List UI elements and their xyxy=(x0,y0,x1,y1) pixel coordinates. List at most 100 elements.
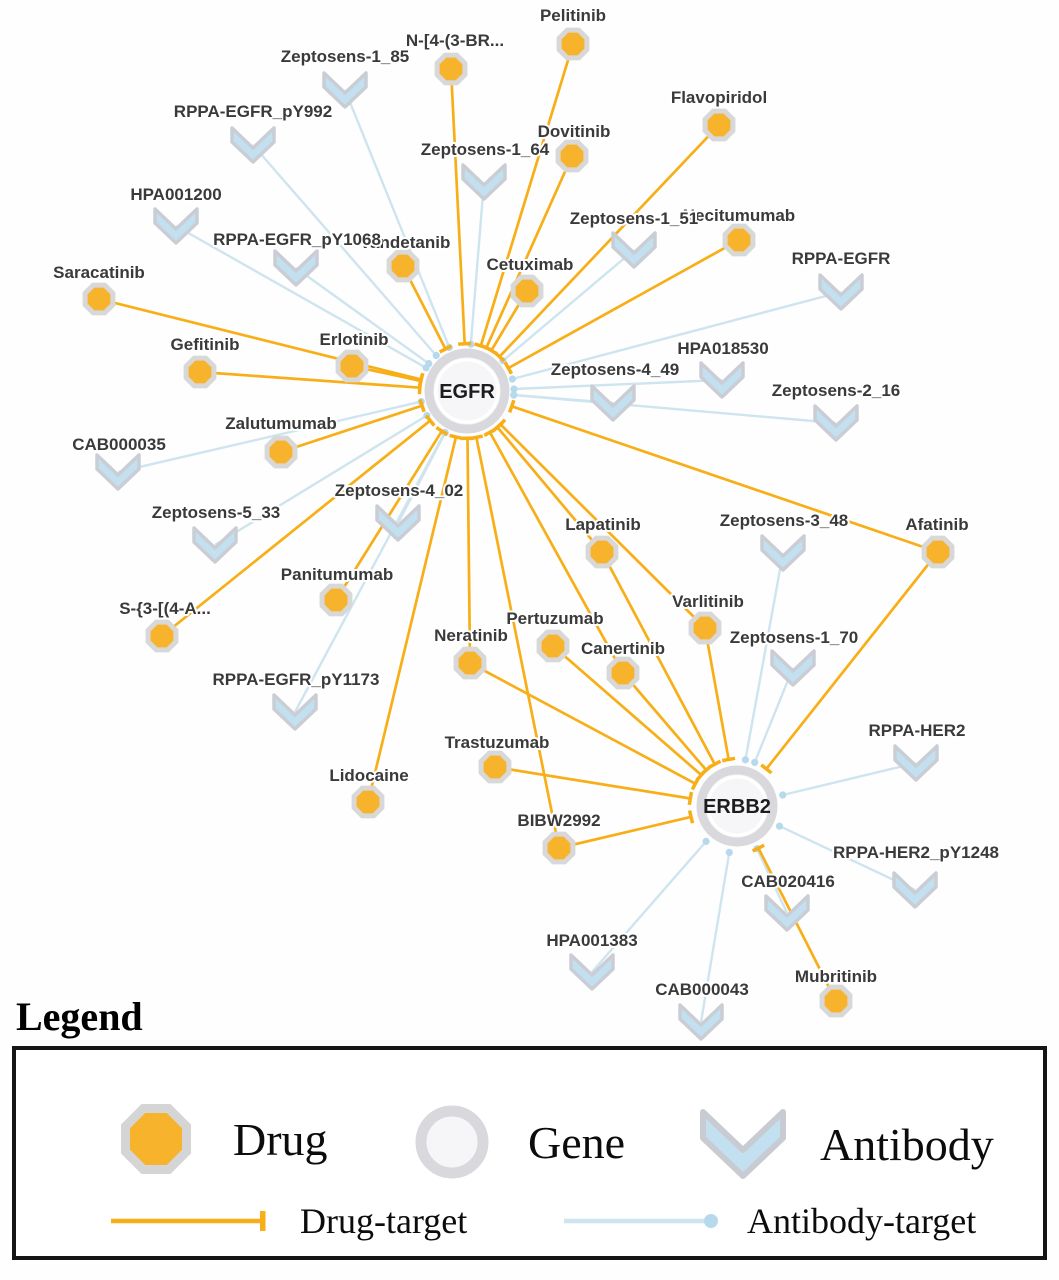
drug-node-canertinib[interactable] xyxy=(606,656,640,690)
node-label-hpa018530: HPA018530 xyxy=(677,339,768,358)
edge-flavopiridol-egfr xyxy=(493,124,720,363)
edge-afatinib-erbb2 xyxy=(760,551,940,775)
drug-node-s-3-4-a[interactable] xyxy=(145,619,179,653)
edge-rppa-egfr-egfr xyxy=(508,290,842,383)
antibody-node-zeptosens-2-16[interactable] xyxy=(813,404,859,442)
antibody-node-rppa-egfr[interactable] xyxy=(818,273,864,311)
antibody-node-zeptosens-5-33[interactable] xyxy=(192,526,238,564)
node-label-cab000035: CAB000035 xyxy=(72,435,166,454)
node-label-rppa-egfr-py1173: RPPA-EGFR_pY1173 xyxy=(213,670,380,689)
gene-node-erbb2[interactable] xyxy=(696,765,778,847)
node-label-zalutumumab: Zalutumumab xyxy=(225,414,336,433)
antibody-node-cab020416[interactable] xyxy=(764,894,810,932)
antibody-node-rppa-egfr-py1173[interactable] xyxy=(272,693,318,731)
node-label-necitumumab: Necitumumab xyxy=(683,206,795,225)
node-label-zeptosens-1-51: Zeptosens-1_51 xyxy=(570,209,699,228)
drug-node-neratinib[interactable] xyxy=(453,646,487,680)
legend-item-gene: Gene xyxy=(408,1098,625,1186)
drug-node-erlotinib[interactable] xyxy=(335,349,369,383)
node-label-gefitinib: Gefitinib xyxy=(171,335,240,354)
antibody-node-rppa-egfr-py1068[interactable] xyxy=(273,249,319,287)
drug-node-afatinib[interactable] xyxy=(921,535,955,569)
gene-icon xyxy=(415,1105,489,1179)
antibody-node-zeptosens-4-02[interactable] xyxy=(375,504,421,542)
drug-node-pertuzumab[interactable] xyxy=(536,629,570,663)
edge-zeptosens-5-33-egfr xyxy=(214,411,431,547)
node-label-cab020416: CAB020416 xyxy=(741,872,835,891)
edge-zeptosens-1-70-erbb2 xyxy=(751,667,795,767)
legend-box: Drug Gene Antibody Drug-target xyxy=(12,1046,1047,1260)
gene-node-egfr[interactable] xyxy=(424,348,510,434)
node-label-cab000043: CAB000043 xyxy=(655,980,749,999)
antibody-node-hpa001383[interactable] xyxy=(569,953,615,991)
edge-dovitinib-egfr xyxy=(479,155,574,353)
edge-pelitinib-egfr xyxy=(474,43,575,350)
edge-rppa-egfr-py1173-egfr xyxy=(293,428,449,713)
legend-drug-label: Drug xyxy=(233,1113,328,1165)
antibody-node-rppa-her2-py1248[interactable] xyxy=(892,871,938,909)
node-label-dovitinib: Dovitinib xyxy=(538,122,611,141)
edge-cab000043-erbb2 xyxy=(699,848,733,1023)
edge-zalutumumab-egfr xyxy=(280,398,426,454)
drug-node-cetuximab[interactable] xyxy=(510,274,544,308)
antibody-node-cab000035[interactable] xyxy=(95,453,141,491)
node-label-rppa-egfr-py1068: RPPA-EGFR_pY1068 xyxy=(213,230,381,249)
drug-node-trastuzumab[interactable] xyxy=(478,750,512,784)
edge-hpa001200-egfr xyxy=(175,224,430,372)
antibody-node-cab000043[interactable] xyxy=(678,1003,724,1041)
drug-node-zalutumumab[interactable] xyxy=(264,435,298,469)
edge-varlitinib-erbb2 xyxy=(703,627,736,763)
node-label-zeptosens-3-48: Zeptosens-3_48 xyxy=(720,511,849,530)
drug-node-lidocaine[interactable] xyxy=(351,785,385,819)
legend-title: Legend xyxy=(16,994,143,1039)
drug-node-flavopiridol[interactable] xyxy=(702,108,736,142)
node-label-egfr: EGFR xyxy=(439,381,495,403)
node-label-mubritinib: Mubritinib xyxy=(795,967,877,986)
antibody-node-zeptosens-1-70[interactable] xyxy=(770,649,816,687)
node-label-pelitinib: Pelitinib xyxy=(540,6,606,25)
drug-node-pelitinib[interactable] xyxy=(556,27,590,61)
drug-node-vandetanib[interactable] xyxy=(386,249,420,283)
edge-hpa001383-erbb2 xyxy=(591,837,710,973)
node-label-varlitinib: Varlitinib xyxy=(672,592,744,611)
antibody-node-hpa001200[interactable] xyxy=(153,207,199,245)
antibody-node-zeptosens-1-64[interactable] xyxy=(461,163,507,201)
drug-node-necitumumab[interactable] xyxy=(722,223,756,257)
drug-node-saracatinib[interactable] xyxy=(82,282,116,316)
node-label-rppa-her2: RPPA-HER2 xyxy=(869,721,966,740)
antibody-node-zeptosens-1-85[interactable] xyxy=(322,71,368,109)
node-label-trastuzumab: Trastuzumab xyxy=(445,733,550,752)
antibody-node-zeptosens-1-51[interactable] xyxy=(611,231,657,269)
node-label-rppa-egfr: RPPA-EGFR xyxy=(792,249,891,268)
edge-hpa018530-egfr xyxy=(510,378,723,393)
drug-node-dovitinib[interactable] xyxy=(555,139,589,173)
drug-node-panitumumab[interactable] xyxy=(319,583,353,617)
node-label-zeptosens-4-02: Zeptosens-4_02 xyxy=(335,481,464,500)
drug-node-lapatinib[interactable] xyxy=(585,535,619,569)
drug-node-varlitinib[interactable] xyxy=(688,611,722,645)
antibody-node-zeptosens-3-48[interactable] xyxy=(760,534,806,572)
legend-item-drug-target: Drug-target xyxy=(108,1200,467,1242)
edge-cab000035-egfr xyxy=(117,398,425,474)
node-label-bibw2992: BIBW2992 xyxy=(517,811,600,830)
drug-node-n-4-3-br[interactable] xyxy=(434,52,468,86)
edge-zeptosens-1-64-egfr xyxy=(467,181,486,348)
edge-lidocaine-egfr xyxy=(366,433,463,803)
drug-target-line-icon xyxy=(111,1211,266,1231)
antibody-node-rppa-her2[interactable] xyxy=(893,744,939,782)
drug-node-mubritinib[interactable] xyxy=(819,984,853,1018)
antibody-node-zeptosens-4-49[interactable] xyxy=(590,384,636,422)
edge-zeptosens-1-51-egfr xyxy=(499,249,635,365)
antibody-node-hpa018530[interactable] xyxy=(699,361,745,399)
edge-layer xyxy=(98,43,940,1023)
drug-icon xyxy=(121,1104,191,1174)
drug-node-gefitinib[interactable] xyxy=(183,355,217,389)
node-label-hpa001200: HPA001200 xyxy=(130,185,221,204)
edge-afatinib-egfr xyxy=(507,399,939,554)
drug-node-bibw2992[interactable] xyxy=(542,831,576,865)
node-label-canertinib: Canertinib xyxy=(581,639,665,658)
node-label-zeptosens-5-33: Zeptosens-5_33 xyxy=(152,503,281,522)
antibody-node-rppa-egfr-py992[interactable] xyxy=(230,126,276,164)
edge-cab020416-erbb2 xyxy=(753,844,789,914)
